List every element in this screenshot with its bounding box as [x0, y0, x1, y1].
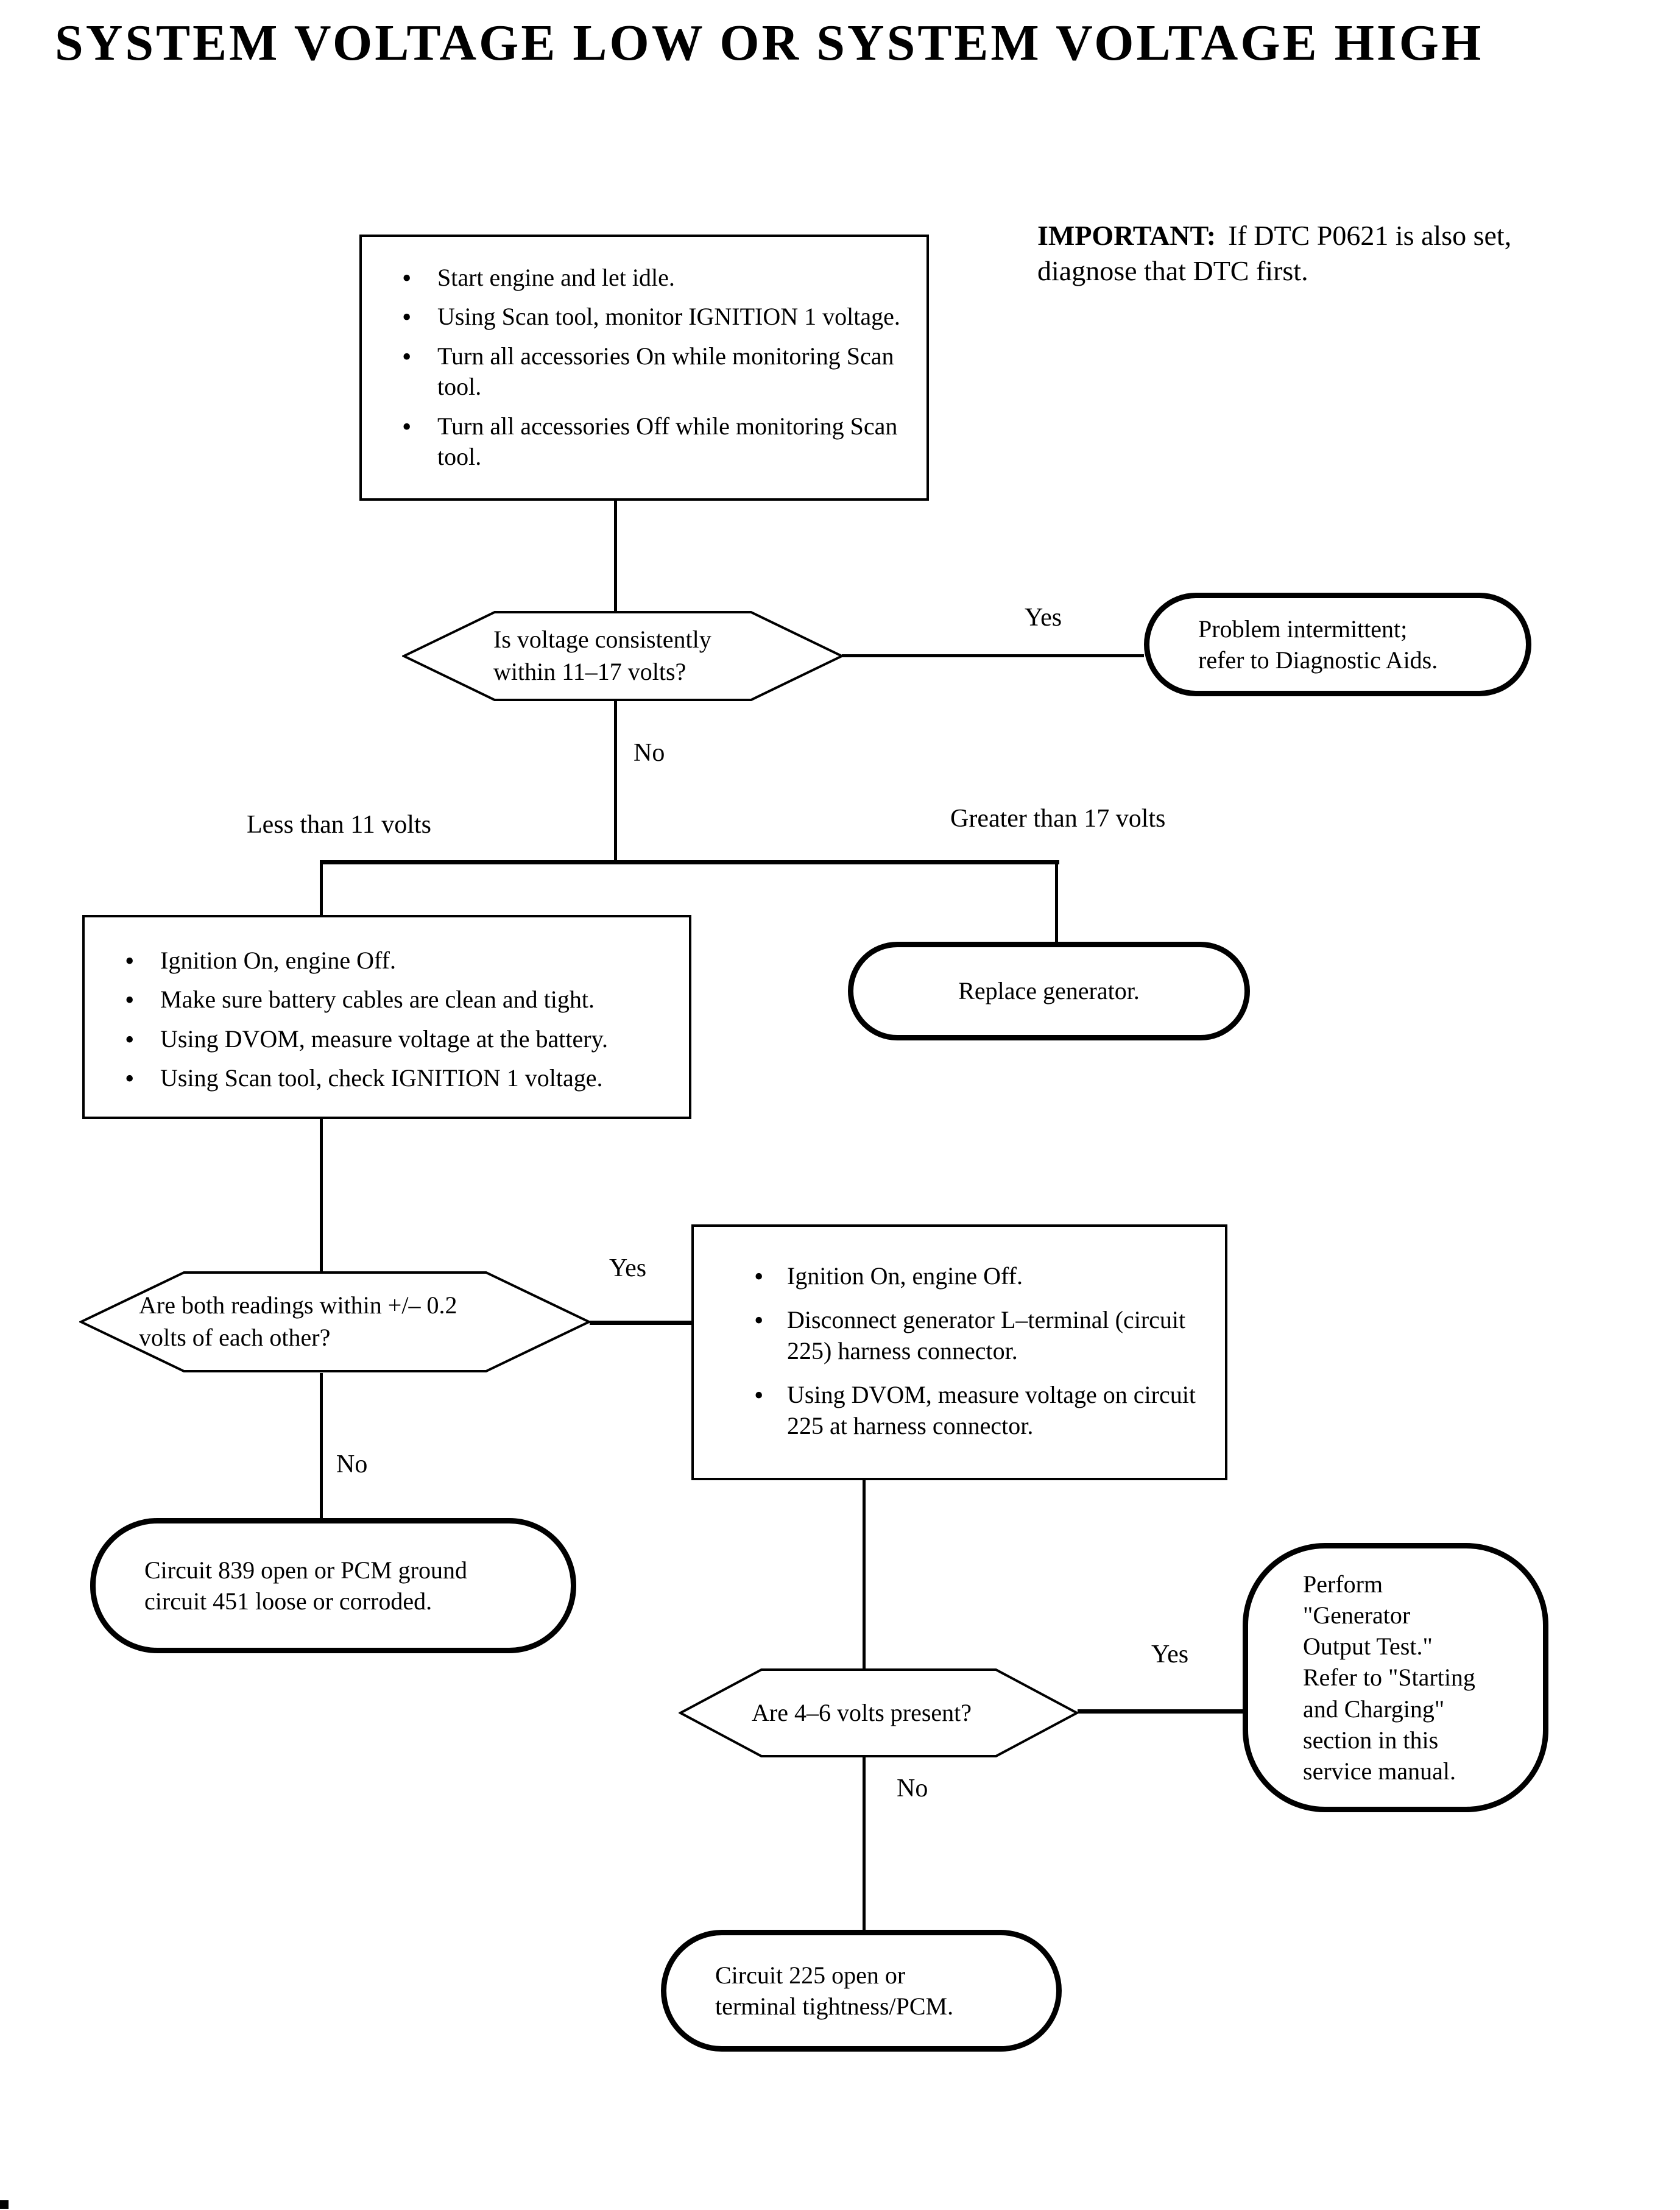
result-generator-output-test: Perform "Generator Output Test." Refer t…	[1243, 1543, 1548, 1812]
connector-decision2-yes	[590, 1321, 691, 1325]
decision-text: Are 4–6 volts present?	[752, 1698, 972, 1726]
process-monitor-ignition-voltage: Start engine and let idle. Using Scan too…	[359, 235, 929, 501]
important-note-label: IMPORTANT:	[1037, 220, 1216, 251]
bullet-item: Ignition On, engine Off.	[122, 944, 672, 978]
process-measure-circuit-225: Ignition On, engine Off. Disconnect gener…	[691, 1224, 1227, 1480]
result-circuit-839-open: Circuit 839 open or PCM ground circuit 4…	[90, 1518, 576, 1653]
process-check-battery-voltage: Ignition On, engine Off. Make sure batter…	[82, 915, 691, 1119]
decision-readings-match: Are both readings within +/– 0.2 volts o…	[79, 1271, 591, 1373]
connector-step1-to-decision1	[614, 501, 617, 612]
bullet-list: Start engine and let idle. Using Scan too…	[400, 261, 905, 473]
important-note-text: If DTC P0621 is also set, diagnose that …	[1037, 220, 1512, 286]
edge-label-yes-2: Yes	[609, 1254, 647, 1282]
result-circuit-225-open: Circuit 225 open or terminal tightness/P…	[661, 1930, 1062, 2052]
result-problem-intermittent: Problem intermittent; refer to Diagnosti…	[1144, 593, 1531, 696]
connector-decision3-no	[863, 1757, 866, 1931]
edge-label-no-3: No	[897, 1774, 928, 1802]
decision-text: Is voltage consistently within 11–17 vol…	[493, 626, 711, 685]
result-replace-generator: Replace generator.	[848, 942, 1250, 1040]
result-text: Perform "Generator Output Test." Refer t…	[1303, 1570, 1475, 1785]
edge-label-yes-1: Yes	[1025, 604, 1062, 632]
decision-4-6-volts-present: Are 4–6 volts present?	[679, 1668, 1079, 1758]
bullet-item: Ignition On, engine Off.	[752, 1260, 1207, 1294]
bullet-item: Using DVOM, measure voltage on circuit 2…	[752, 1379, 1207, 1441]
bullet-list: Ignition On, engine Off. Make sure batter…	[122, 944, 672, 1096]
bullet-item: Disconnect generator L–terminal (circuit…	[752, 1304, 1207, 1366]
hexagon-shape	[679, 1668, 1079, 1757]
hexagon-shape	[79, 1271, 591, 1372]
result-text: Circuit 225 open or terminal tightness/P…	[715, 1961, 954, 2020]
bullet-list: Ignition On, engine Off. Disconnect gener…	[752, 1260, 1207, 1441]
edge-label-no-1: No	[634, 739, 665, 767]
decision-voltage-in-range: Is voltage consistently within 11–17 vol…	[402, 610, 844, 702]
bullet-item: Turn all accessories On while monitoring…	[400, 340, 905, 403]
bullet-item: Make sure battery cables are clean and t…	[122, 983, 672, 1017]
connector-split-to-step2	[320, 860, 323, 917]
decision-text: Are both readings within +/– 0.2 volts o…	[139, 1291, 457, 1351]
bullet-item: Using Scan tool, check IGNITION 1 voltag…	[122, 1062, 672, 1096]
edge-label-yes-3: Yes	[1151, 1640, 1189, 1668]
edge-label-less-than-11: Less than 11 volts	[247, 811, 431, 839]
result-text: Problem intermittent; refer to Diagnosti…	[1198, 615, 1438, 674]
connector-split-to-replace-generator	[1055, 860, 1058, 944]
hexagon-shape	[402, 611, 844, 701]
page-title: SYSTEM VOLTAGE LOW OR SYSTEM VOLTAGE HIG…	[55, 15, 1484, 71]
result-text: Circuit 839 open or PCM ground circuit 4…	[144, 1556, 467, 1615]
scan-artifact	[0, 2200, 9, 2209]
edge-label-no-2: No	[336, 1450, 368, 1478]
bullet-item: Start engine and let idle.	[400, 261, 905, 295]
connector-branch-split	[320, 860, 1059, 864]
edge-label-greater-than-17: Greater than 17 volts	[950, 805, 1166, 833]
connector-decision3-yes	[1078, 1709, 1244, 1714]
bullet-item: Using Scan tool, monitor IGNITION 1 volt…	[400, 300, 905, 334]
connector-step3-to-decision3	[863, 1480, 866, 1669]
connector-decision2-no	[320, 1373, 323, 1519]
result-text: Replace generator.	[958, 977, 1140, 1005]
connector-decision1-yes	[842, 654, 1144, 657]
important-note: IMPORTANT:If DTC P0621 is also set, diag…	[1037, 218, 1640, 289]
bullet-item: Turn all accessories Off while monitorin…	[400, 410, 905, 473]
connector-step2-to-decision2	[320, 1119, 323, 1273]
bullet-item: Using DVOM, measure voltage at the batte…	[122, 1023, 672, 1057]
connector-decision1-no	[614, 701, 617, 863]
